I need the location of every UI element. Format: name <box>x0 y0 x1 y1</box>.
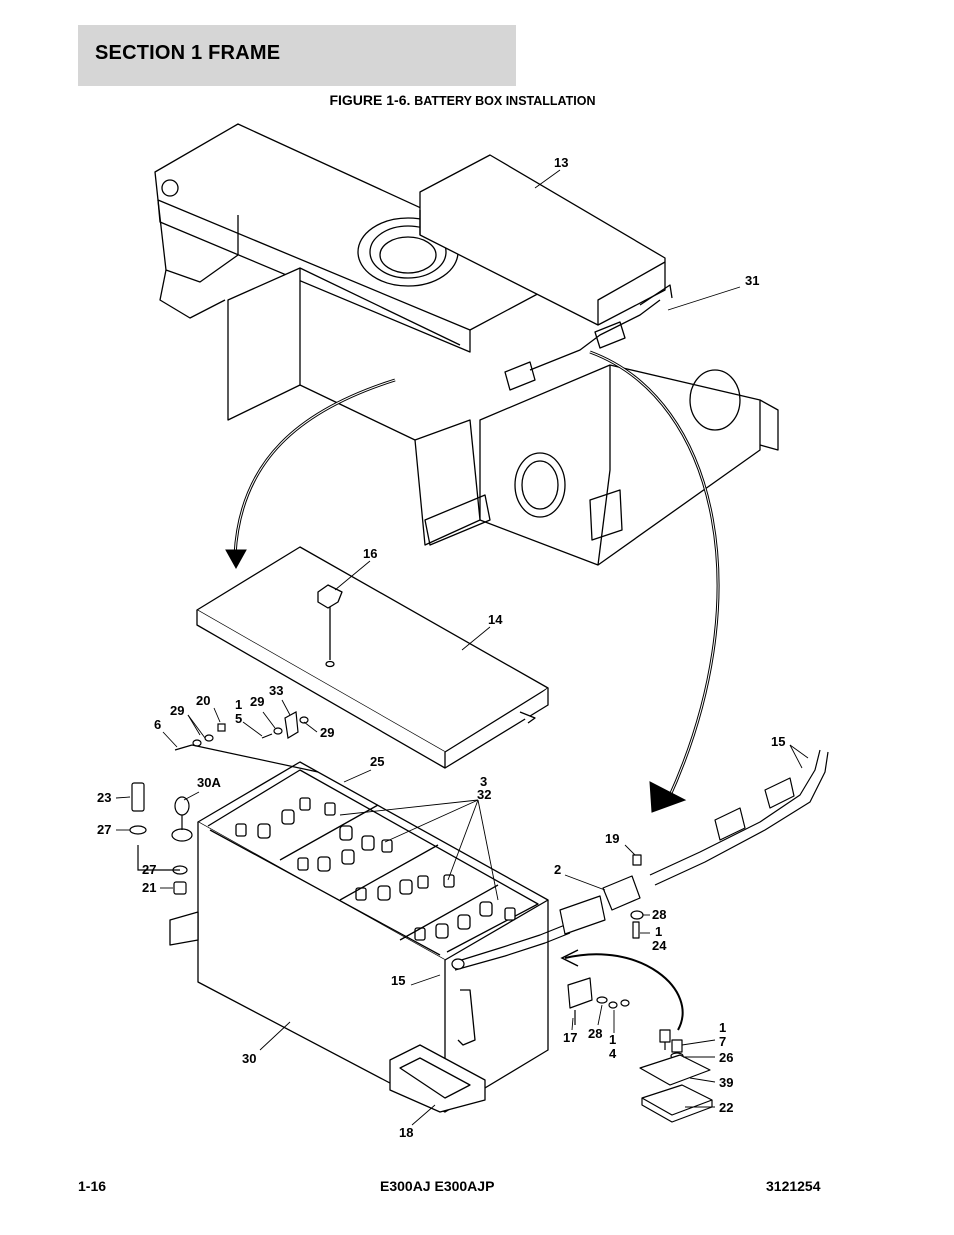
callout-27-b: 27 <box>142 862 156 877</box>
callout-33: 33 <box>269 683 283 698</box>
callout-16: 16 <box>363 546 377 561</box>
footer-doc-number: 3121254 <box>766 1178 821 1194</box>
callout-1-b: 1 <box>655 924 662 939</box>
callout-27-a: 27 <box>97 822 111 837</box>
callout-29-b: 29 <box>250 694 264 709</box>
callout-31: 31 <box>745 273 759 288</box>
callout-5: 5 <box>235 711 242 726</box>
callout-3: 3 <box>480 774 487 789</box>
leader-lines <box>115 169 809 1126</box>
callout-13: 13 <box>554 155 568 170</box>
figure-caption: FIGURE 1-6. BATTERY BOX INSTALLATION <box>0 92 925 108</box>
figure-title: BATTERY BOX INSTALLATION <box>414 94 596 108</box>
callout-24: 24 <box>652 938 667 953</box>
battery-box <box>169 761 549 1113</box>
callout-1-c: 1 <box>609 1032 616 1047</box>
callout-23: 23 <box>97 790 111 805</box>
callout-17: 17 <box>563 1030 577 1045</box>
section-header: SECTION 1 FRAME <box>78 25 516 86</box>
callout-4: 4 <box>609 1046 617 1061</box>
battery-cover <box>196 546 549 769</box>
callout-29-a: 29 <box>170 703 184 718</box>
callout-28-b: 28 <box>588 1026 602 1041</box>
section-title: SECTION 1 FRAME <box>95 42 281 64</box>
callout-numbers: 13 31 16 14 29 20 1 5 29 33 6 29 25 23 3… <box>97 155 785 1140</box>
footer-model: E300AJ E300AJP <box>380 1178 495 1194</box>
callout-15-a: 15 <box>771 734 785 749</box>
callout-7: 7 <box>719 1034 726 1049</box>
callout-1-a: 1 <box>235 697 242 712</box>
callout-1-d: 1 <box>719 1020 726 1035</box>
callout-22: 22 <box>719 1100 733 1115</box>
callout-30: 30 <box>242 1051 256 1066</box>
callout-39: 39 <box>719 1075 733 1090</box>
callout-30A: 30A <box>197 775 221 790</box>
footer-page-number: 1-16 <box>78 1178 107 1194</box>
callout-15-b: 15 <box>391 973 405 988</box>
callout-18: 18 <box>399 1125 413 1140</box>
callout-19: 19 <box>605 831 619 846</box>
figure-number: FIGURE 1-6. <box>329 92 411 108</box>
callout-2: 2 <box>554 862 561 877</box>
callout-25: 25 <box>370 754 384 769</box>
left-hardware <box>129 711 319 895</box>
callout-6: 6 <box>154 717 161 732</box>
callout-21: 21 <box>142 880 156 895</box>
callout-28-a: 28 <box>652 907 666 922</box>
callout-26: 26 <box>719 1050 733 1065</box>
callout-32: 32 <box>477 787 491 802</box>
installation-arrows <box>225 350 720 1031</box>
callout-14: 14 <box>488 612 503 627</box>
frame-assembly <box>154 123 779 566</box>
battery-cable <box>451 749 829 1123</box>
callout-29-c: 29 <box>320 725 334 740</box>
callout-20: 20 <box>196 693 210 708</box>
